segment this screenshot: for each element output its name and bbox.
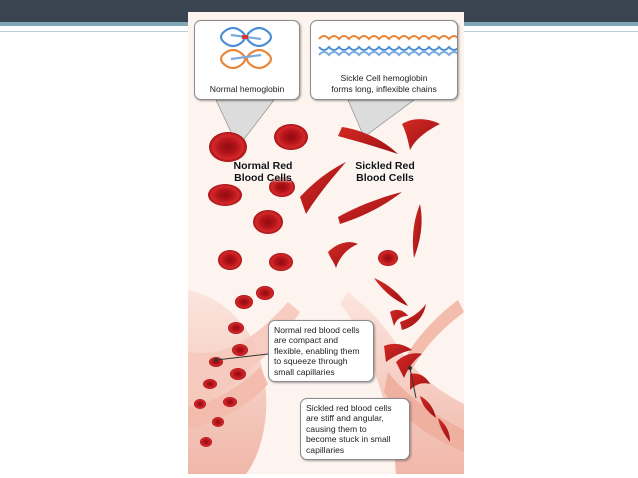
- sickle-pointer: [347, 99, 416, 138]
- sickled-rbc: [338, 192, 402, 224]
- sickled-rbc: [412, 204, 422, 258]
- sickled-note-line: causing them to: [306, 423, 367, 434]
- sickle-hemoglobin-callout: Sickle Cell hemoglobin forms long, infle…: [310, 20, 458, 100]
- normal-rbc: [209, 132, 247, 162]
- normal-hemoglobin-label: Normal hemoglobin: [209, 83, 285, 94]
- normal-rbc: [232, 344, 248, 356]
- sickle-hemoglobin-label: Sickle Cell hemoglobin forms long, infle…: [311, 73, 457, 94]
- normal-hemoglobin-callout: Normal hemoglobin: [194, 20, 300, 100]
- sickled-cells-note: Sickled red blood cells are stiff and an…: [300, 398, 410, 461]
- normal-rbc: [256, 286, 274, 300]
- normal-hemoglobin-molecule-icon: [219, 26, 273, 70]
- sickle-hemoglobin-label-line1: Sickle Cell hemoglobin: [340, 73, 428, 84]
- normal-rbc: [200, 437, 212, 447]
- sickled-rbc: [420, 396, 436, 418]
- normal-rbc: [223, 397, 237, 407]
- normal-cells-title-line2: Blood Cells: [234, 172, 292, 184]
- normal-rbc: [274, 124, 308, 150]
- sickled-red-cells: [300, 119, 450, 442]
- sickled-cells-title-line2: Blood Cells: [356, 172, 414, 184]
- normal-rbc: [218, 250, 242, 270]
- normal-rbc: [230, 368, 246, 380]
- sickled-note-line: are stiff and angular,: [306, 413, 384, 424]
- normal-rbc: [235, 295, 253, 309]
- normal-rbc: [212, 417, 224, 427]
- normal-note-line: small capillaries: [274, 366, 335, 377]
- normal-rbc: [203, 379, 217, 389]
- sickle-hemoglobin-chain-icon: [318, 35, 457, 57]
- sickled-rbc: [374, 278, 408, 306]
- normal-note-line: to squeeze through: [274, 356, 348, 367]
- sickled-note-line: Sickled red blood cells: [306, 403, 392, 413]
- sickled-rbc: [438, 418, 450, 442]
- normal-note-line: flexible, enabling them: [274, 345, 360, 356]
- sickled-rbc: [384, 343, 412, 362]
- sickled-note-line: become stuck in small: [306, 434, 391, 445]
- normal-rbc: [228, 322, 244, 334]
- sickled-rbc: [390, 309, 408, 326]
- sickled-rbc: [338, 127, 398, 154]
- slide-header-bar: [0, 0, 638, 22]
- sickled-rbc: [396, 353, 422, 378]
- sickled-rbc: [400, 304, 426, 330]
- sickled-note-line: capillaries: [306, 444, 345, 455]
- normal-cells-title-line1: Normal Red: [233, 160, 293, 172]
- sickled-cells-title: Sickled Red Blood Cells: [340, 160, 430, 184]
- sickled-rbc: [300, 162, 346, 214]
- sickled-rbc: [402, 119, 440, 150]
- normal-rbc: [269, 177, 295, 197]
- normal-note-line: are compact and: [274, 335, 339, 346]
- normal-cells-title: Normal Red Blood Cells: [218, 160, 308, 184]
- sickle-hemoglobin-label-line2: forms long, inflexible chains: [331, 83, 437, 94]
- sickled-cells-title-line1: Sickled Red: [355, 160, 415, 172]
- normal-rbc: [208, 184, 242, 206]
- normal-pointer: [215, 99, 275, 148]
- normal-note-line: Normal red blood cells: [274, 325, 360, 335]
- illustration-canvas: [188, 99, 464, 474]
- sickled-rbc: [328, 242, 358, 268]
- normal-rbc: [209, 357, 223, 367]
- normal-cells-note: Normal red blood cells are compact and f…: [268, 320, 374, 383]
- normal-rbc: [269, 253, 293, 271]
- sickled-rbc-round: [378, 250, 398, 266]
- normal-red-cells: [194, 124, 308, 447]
- sickle-cell-figure: Normal hemoglobin Sickle Cell hemoglobin…: [188, 12, 464, 474]
- normal-rbc: [194, 399, 206, 409]
- normal-rbc: [253, 210, 283, 234]
